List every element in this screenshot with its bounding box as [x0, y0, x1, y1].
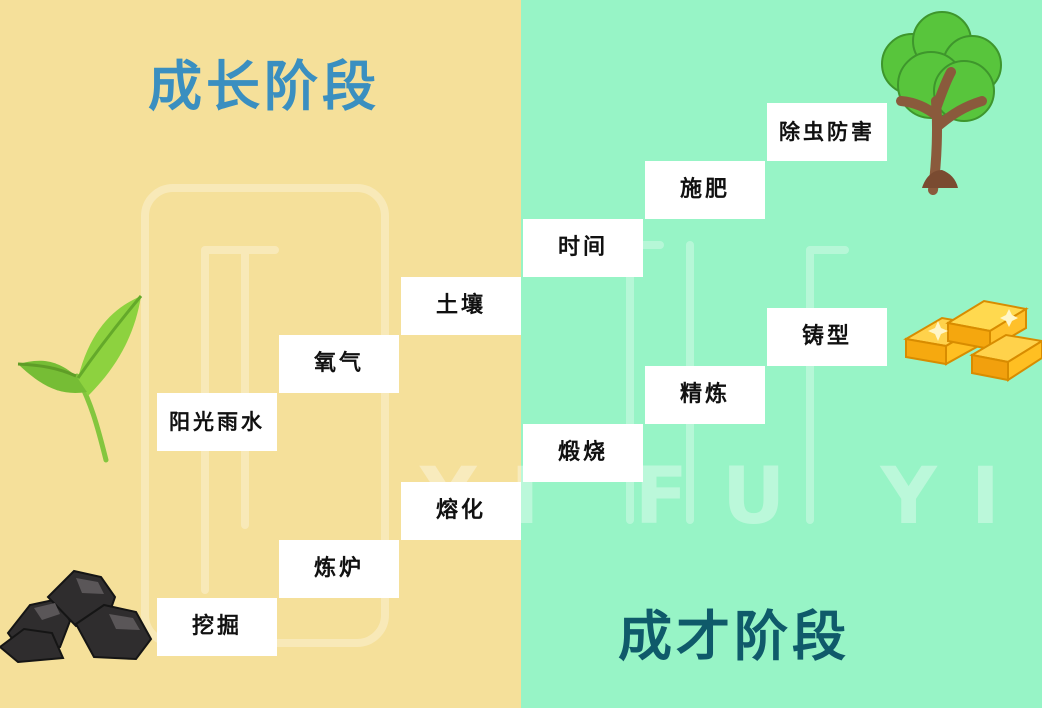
- growth-step-time: 时间: [523, 219, 643, 277]
- talent-step-dig: 挖掘: [157, 598, 277, 656]
- growth-step-soil: 土壤: [401, 277, 521, 335]
- growth-step-fertilize: 施肥: [645, 161, 765, 219]
- growth-step-sun-rain: 阳光雨水: [157, 393, 277, 451]
- growth-stage-title: 成长阶段: [148, 55, 380, 118]
- talent-stage-title: 成才阶段: [618, 605, 850, 668]
- talent-step-furnace: 炼炉: [279, 540, 399, 598]
- growth-step-pest-control: 除虫防害: [767, 103, 887, 161]
- talent-step-cast: 铸型: [767, 308, 887, 366]
- talent-step-calcine: 煅烧: [523, 424, 643, 482]
- talent-step-refine: 精炼: [645, 366, 765, 424]
- growth-step-oxygen: 氧气: [279, 335, 399, 393]
- talent-step-melt: 熔化: [401, 482, 521, 540]
